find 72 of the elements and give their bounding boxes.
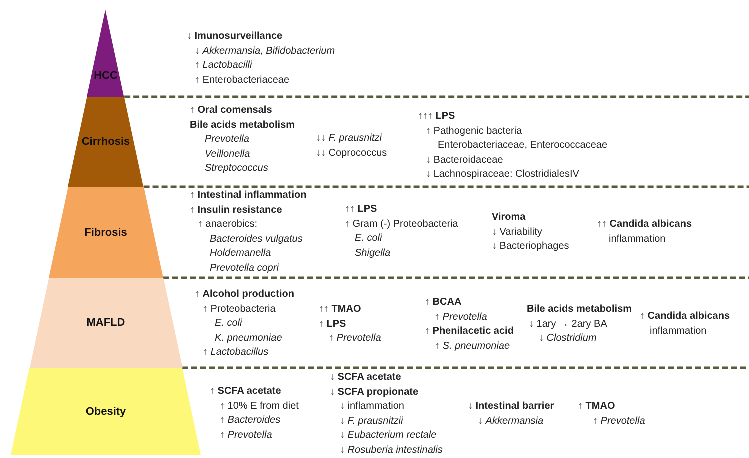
finding-text: ↑ Pathogenic bacteria [426, 124, 522, 138]
finding-text: inflammation [650, 324, 707, 338]
finding-text: ↓ Akkermansia, Bifidobacterium [195, 44, 336, 58]
finding-text: ↑ Intestinal inflammation [190, 189, 307, 202]
finding-text: ↑ SCFA acetate [210, 385, 282, 398]
finding-text: ↓ Eubacterium rectale [340, 429, 437, 442]
finding-text: ↑↑ Candida albicans [597, 218, 692, 231]
finding-text: Holdemanella [210, 247, 272, 260]
finding-text: ↑ S. pneumoniae [435, 340, 510, 352]
finding-text: ↑ Phenilacetic acid [425, 325, 514, 338]
finding-text: K. pneumoniae [215, 332, 282, 344]
stage-label: Fibrosis [84, 226, 128, 238]
finding-text: E. coli [355, 232, 382, 245]
finding-text: ↑ BCAA [425, 296, 462, 309]
finding-text: Bacteroides vulgatus [210, 232, 303, 246]
finding-text: ↓ Bacteroidaceae [426, 154, 504, 166]
finding-text: ↑↑↑ LPS [418, 110, 456, 123]
stage-label: HCC [94, 70, 118, 82]
finding-text: ↑ anaerobics: [198, 218, 258, 231]
finding-text: ↑ Alcohol production [195, 288, 294, 301]
finding-text: ↓ Bacteriophages [492, 240, 570, 253]
stage-label: Obesity [86, 406, 126, 418]
finding-text: ↑ Candida albicans [640, 310, 730, 323]
finding-text: Bile acids metabolism [190, 118, 296, 132]
finding-text: ↓ Intestinal barrier [468, 400, 554, 413]
pyramid-band [11, 368, 201, 455]
finding-text: ↓ F. prausnitzii [340, 414, 404, 428]
finding-text: ↓ 1ary → 2ary BA [529, 318, 608, 330]
finding-text: ↑ LPS [319, 318, 346, 330]
finding-text: Prevotella copri [210, 262, 279, 274]
finding-text: ↑↑ TMAO [319, 303, 362, 316]
finding-text: ↓↓ Coprococcus [316, 146, 388, 160]
finding-text: ↓↓ F. prausnitzi [316, 132, 382, 145]
finding-text: ↑ Lactobacillus [203, 346, 269, 359]
pyramid-band [68, 97, 144, 187]
finding-text: ↓ SCFA propionate [330, 386, 419, 398]
finding-text: ↑ Prevotella [435, 310, 488, 324]
pyramid-band [48, 187, 164, 278]
finding-text: ↑ Oral comensals [190, 104, 272, 117]
finding-text: ↑ Prevotella [220, 428, 272, 442]
finding-text: Prevotella [205, 133, 250, 146]
stage-label: MAFLD [86, 317, 126, 329]
finding-text: ↑ Prevotella [593, 414, 646, 428]
finding-text: ↓ Imunosurveillance [187, 30, 283, 43]
finding-text: ↑ Lactobacilli [195, 59, 252, 72]
finding-text: Veillonella [205, 148, 250, 160]
finding-text: Bile acids metabolism [527, 303, 632, 316]
finding-text: ↓ Rosuberia intestinalis [340, 444, 443, 456]
finding-text: ↓ SCFA acetate [330, 371, 402, 384]
finding-text: Streptococcus [205, 162, 268, 175]
finding-text: ↑ Insulin resistance [190, 204, 282, 216]
finding-text: Viroma [492, 211, 526, 224]
finding-text: ↓ inflammation [340, 400, 404, 413]
finding-text: ↓ Akkermansia [478, 414, 544, 428]
finding-text: ↑ Prevotella [329, 332, 382, 345]
finding-text: ↓ Variability [492, 226, 542, 238]
pyramid-band [30, 278, 182, 368]
pyramid-band [87, 10, 125, 97]
finding-text: ↑ Bacteroides [220, 414, 281, 427]
stage-label: Cirrhosis [82, 136, 130, 148]
finding-text: ↑ Enterobacteriaceae [195, 74, 290, 86]
finding-text: ↑ TMAO [578, 400, 616, 413]
finding-text: ↑ 10% E from diet [220, 400, 299, 412]
finding-text: inflammation [609, 232, 666, 246]
finding-text: ↑ Gram (-) Proteobacteria [345, 218, 458, 230]
finding-text: ↓ Clostridium [539, 332, 597, 345]
finding-text: ↓ Lachnospiraceae: ClostridialesIV [426, 168, 580, 181]
finding-text: ↑ Proteobacteria [203, 302, 276, 316]
finding-text: Enterobacteriaceae, Enterococcaceae [438, 139, 608, 152]
finding-text: ↑↑ LPS [345, 203, 378, 216]
finding-text: E. coli [215, 317, 242, 330]
finding-text: Shigella [355, 246, 391, 260]
